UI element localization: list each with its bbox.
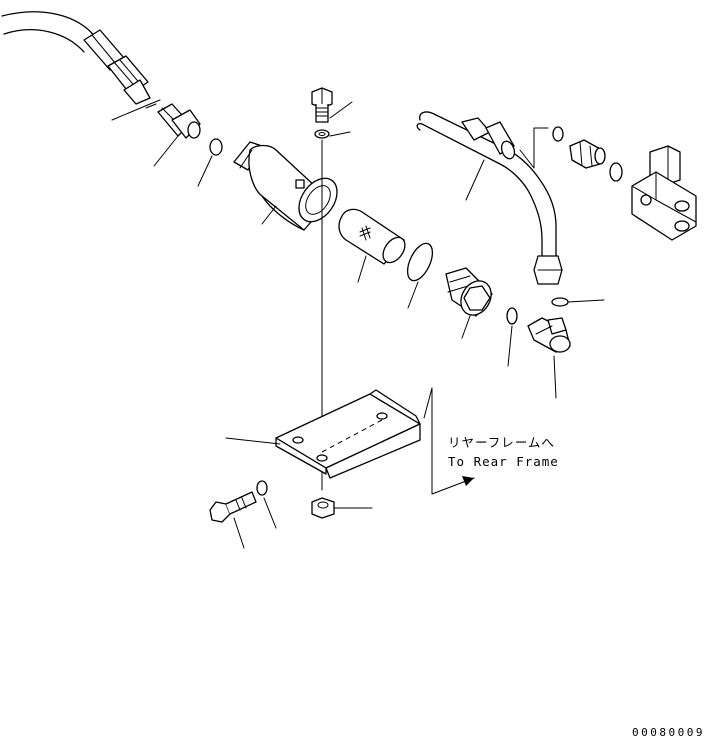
o-ring-tube-end xyxy=(551,297,569,307)
filter-cap xyxy=(445,267,493,317)
routing-arrow-head xyxy=(462,476,474,486)
valve-block xyxy=(631,145,697,241)
connector xyxy=(569,139,606,169)
guide-line-tube xyxy=(519,127,549,169)
drawing-code: 00080009 xyxy=(632,726,705,739)
washer-bottom xyxy=(256,480,268,496)
steel-tube xyxy=(416,111,563,285)
note-label-japanese: リヤーフレームへ xyxy=(448,435,555,450)
bracket xyxy=(275,389,421,479)
o-ring-small xyxy=(506,307,518,325)
o-ring-tube xyxy=(552,126,564,142)
filter-element xyxy=(338,208,406,265)
o-ring-large xyxy=(406,242,434,282)
hose-fitting xyxy=(145,99,201,139)
bolt-top xyxy=(311,87,333,123)
o-ring-right xyxy=(609,162,623,182)
leader-lines xyxy=(111,101,605,549)
hose xyxy=(1,11,151,105)
bolt-bottom xyxy=(209,491,257,523)
o-ring-left xyxy=(209,138,223,156)
filter-housing xyxy=(233,141,338,231)
routing-guide xyxy=(423,387,433,495)
elbow-fitting xyxy=(527,317,571,353)
washer-top xyxy=(314,129,330,139)
note-label-english: To Rear Frame xyxy=(448,454,559,469)
